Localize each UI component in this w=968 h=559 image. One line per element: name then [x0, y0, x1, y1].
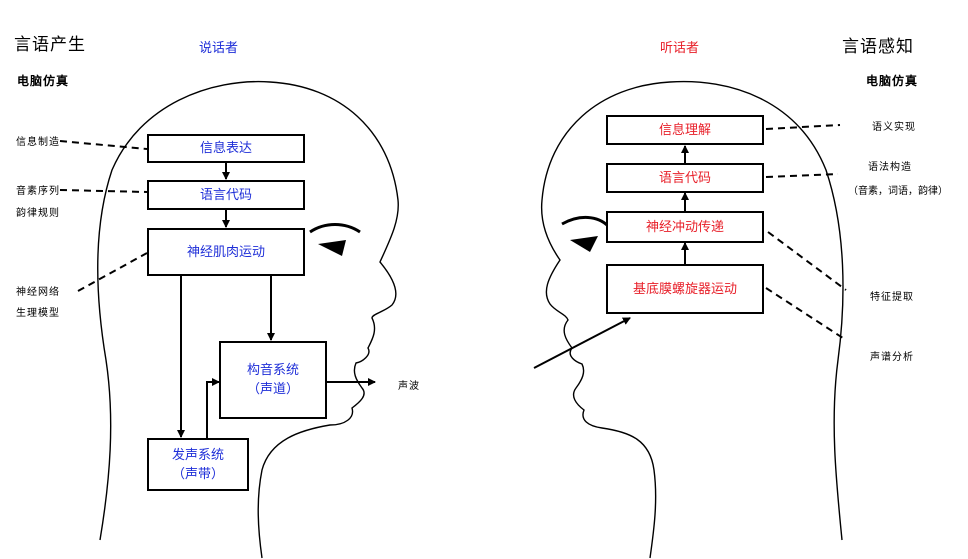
box-neural-transmission: 神经冲动传递 — [606, 211, 764, 243]
box-phonation-line2: （声带） — [171, 466, 224, 482]
box-basilar-membrane-label: 基底膜螺旋器运动 — [632, 281, 737, 297]
speaker-label: 说话者 — [199, 41, 239, 56]
speaker-head-outline — [97, 80, 399, 559]
box-articulation-line1: 构音系统 — [246, 363, 299, 378]
annot-syntax-detail: （音素，词语，韵律） — [848, 186, 948, 197]
listener-eye — [570, 236, 598, 252]
left-title: 言语产生 — [14, 35, 86, 55]
listener-eyebrow — [561, 216, 610, 228]
dash-feature — [767, 231, 847, 291]
annot-syntax: 语法构造 — [868, 162, 912, 173]
listener-head-outline — [540, 80, 844, 559]
annot-phoneme-sequence: 音素序列 — [16, 186, 60, 197]
dash-syntax — [765, 173, 839, 178]
dash-semantic — [765, 124, 841, 130]
dash-info-selection — [59, 140, 148, 150]
annot-neural-net: 神经网络 — [16, 287, 60, 298]
box-basilar-membrane: 基底膜螺旋器运动 — [606, 264, 764, 314]
right-subtitle: 电脑仿真 — [866, 74, 919, 88]
annot-info-selection: 信息制造 — [16, 137, 60, 148]
box-language-code-right-label: 语言代码 — [658, 170, 711, 186]
box-info-expression-label: 信息表达 — [199, 141, 252, 156]
dash-spectrum — [765, 287, 847, 341]
box-info-understanding-label: 信息理解 — [658, 122, 711, 138]
box-phonation-line1: 发声系统 — [171, 447, 224, 463]
box-language-code-left-label: 语言代码 — [199, 187, 252, 203]
left-subtitle: 电脑仿真 — [17, 74, 70, 88]
arrow-phonation-to-articulation — [206, 378, 220, 438]
dash-neural-net — [77, 252, 148, 292]
box-language-code-left: 语言代码 — [147, 180, 305, 210]
box-articulation-line2: （声道） — [246, 382, 299, 397]
annot-feature: 特征提取 — [870, 292, 914, 303]
arrow-sound-into-ear — [533, 317, 631, 369]
annot-spectrum: 声谱分析 — [870, 352, 914, 363]
box-info-expression: 信息表达 — [147, 134, 305, 163]
speaker-eye — [318, 240, 346, 256]
right-title: 言语感知 — [842, 37, 914, 57]
box-articulation: 构音系统 （声道） — [219, 341, 327, 419]
box-neuromuscular-label: 神经肌肉运动 — [186, 244, 265, 260]
listener-label: 听话者 — [660, 41, 700, 56]
annot-semantic: 语义实现 — [872, 122, 916, 133]
box-neural-transmission-label: 神经冲动传递 — [645, 219, 724, 235]
speaker-eyebrow — [309, 223, 361, 234]
box-language-code-right: 语言代码 — [606, 163, 764, 193]
box-neuromuscular: 神经肌肉运动 — [147, 228, 305, 276]
box-info-understanding: 信息理解 — [606, 115, 764, 145]
annot-prosody-rules: 韵律规则 — [16, 208, 60, 219]
annot-physio-model: 生理模型 — [16, 308, 60, 319]
dash-phoneme-sequence — [59, 189, 148, 193]
sound-wave-label: 声波 — [398, 381, 420, 392]
box-phonation: 发声系统 （声带） — [147, 438, 249, 491]
